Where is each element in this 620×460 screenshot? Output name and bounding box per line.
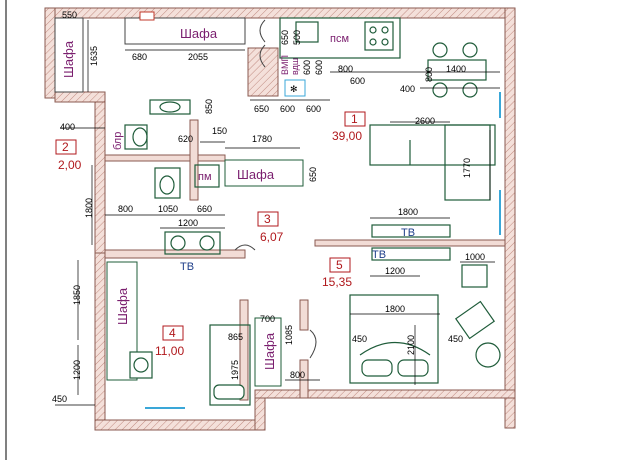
- svg-text:400: 400: [60, 122, 75, 132]
- svg-text:500: 500: [292, 30, 302, 45]
- bed-bedroom4: [129, 324, 251, 406]
- svg-text:1: 1: [351, 112, 358, 126]
- svg-text:1780: 1780: [252, 134, 272, 144]
- svg-text:1050: 1050: [158, 204, 178, 214]
- svg-text:450: 450: [52, 394, 67, 404]
- svg-text:800: 800: [118, 204, 133, 214]
- chair-bedroom5: [454, 264, 501, 368]
- wardrobe-top-center: Шафа: [124, 11, 246, 45]
- room-2: 2 2,00: [55, 139, 82, 172]
- svg-text:650: 650: [254, 104, 269, 114]
- tv-unit-living: ТВ: [371, 224, 451, 239]
- svg-text:1200: 1200: [72, 360, 82, 380]
- svg-text:450: 450: [448, 334, 463, 344]
- svg-text:6,07: 6,07: [260, 230, 284, 244]
- svg-text:650: 650: [308, 167, 318, 182]
- label-pm: пм: [198, 171, 212, 183]
- svg-text:1800: 1800: [398, 207, 418, 217]
- room-5: 5 15,35: [322, 257, 352, 289]
- svg-text:700: 700: [260, 314, 275, 324]
- svg-text:2055: 2055: [188, 52, 208, 62]
- room-4: 4 11,00: [155, 325, 184, 358]
- svg-text:2,00: 2,00: [58, 158, 82, 172]
- svg-text:600: 600: [280, 104, 295, 114]
- svg-text:3: 3: [264, 212, 271, 226]
- svg-text:39,00: 39,00: [332, 129, 362, 143]
- dimension-labels: 550 1635 680 2055 650 500 600 600 800 60…: [52, 10, 485, 404]
- svg-text:850: 850: [204, 99, 214, 114]
- bed-bedroom5: [349, 294, 439, 384]
- svg-text:400: 400: [400, 84, 415, 94]
- svg-text:1085: 1085: [284, 325, 294, 345]
- dining-table: [427, 42, 487, 98]
- door-swings: [234, 19, 317, 359]
- svg-text:660: 660: [197, 204, 212, 214]
- tv-label: ТВ: [401, 227, 415, 239]
- svg-text:1200: 1200: [178, 218, 198, 228]
- svg-text:680: 680: [132, 52, 147, 62]
- wardrobe-label: Шафа: [61, 40, 76, 78]
- wardrobe-label: Шафа: [262, 332, 277, 370]
- svg-text:1850: 1850: [72, 285, 82, 305]
- tv-label: ТВ: [372, 249, 386, 261]
- svg-text:1800: 1800: [84, 198, 94, 218]
- svg-text:800: 800: [290, 370, 305, 380]
- tv-unit-bedroom5: ТВ: [371, 247, 451, 261]
- svg-text:600: 600: [302, 60, 312, 75]
- svg-text:800: 800: [338, 64, 353, 74]
- svg-text:600: 600: [314, 60, 324, 75]
- svg-text:1770: 1770: [462, 158, 472, 178]
- wardrobe-bedroom5: Шафа: [254, 317, 282, 387]
- label-vdsh: вдш: [290, 58, 300, 75]
- svg-text:2100: 2100: [406, 335, 416, 355]
- svg-text:1000: 1000: [465, 252, 485, 262]
- label-psm: псм: [330, 33, 349, 45]
- walls: [44, 7, 516, 431]
- label-vmp: ВМП: [280, 55, 290, 75]
- kitchen-counter: псм ВМП вдш ✻: [279, 17, 401, 97]
- svg-text:150: 150: [212, 126, 227, 136]
- wardrobe-label: Шафа: [115, 287, 130, 325]
- svg-text:2: 2: [62, 140, 69, 154]
- svg-text:865: 865: [228, 332, 243, 342]
- svg-text:600: 600: [306, 104, 321, 114]
- svg-text:4: 4: [169, 326, 176, 340]
- svg-text:15,35: 15,35: [322, 275, 352, 289]
- svg-text:1635: 1635: [89, 46, 99, 66]
- svg-text:11,00: 11,00: [155, 344, 184, 358]
- wardrobe-hall: Шафа: [224, 159, 304, 187]
- sofa: [369, 124, 496, 201]
- svg-text:2600: 2600: [415, 116, 435, 126]
- sink-icon: ✻: [290, 84, 298, 94]
- label-blr: блр: [112, 132, 124, 150]
- svg-text:620: 620: [178, 134, 193, 144]
- wardrobe-label: Шафа: [237, 167, 275, 182]
- svg-text:800: 800: [424, 67, 434, 82]
- room-3: 3 6,07: [257, 211, 284, 244]
- dimension-lines: [55, 20, 500, 406]
- room-1: 1 39,00: [332, 111, 366, 143]
- wardrobe-top-left: Шафа: [54, 17, 84, 93]
- svg-text:550: 550: [62, 10, 77, 20]
- svg-text:1200: 1200: [385, 266, 405, 276]
- wardrobe-label: Шафа: [180, 26, 218, 41]
- tv-unit-bedroom4: ТВ: [180, 261, 194, 273]
- svg-text:650: 650: [280, 30, 290, 45]
- svg-text:1975: 1975: [230, 360, 240, 380]
- tv-label: ТВ: [180, 261, 194, 273]
- bathroom-fixtures: блр пм: [112, 99, 221, 255]
- svg-text:1400: 1400: [446, 64, 466, 74]
- svg-text:450: 450: [352, 334, 367, 344]
- svg-text:5: 5: [336, 258, 343, 272]
- svg-text:1800: 1800: [385, 304, 405, 314]
- svg-text:600: 600: [350, 76, 365, 86]
